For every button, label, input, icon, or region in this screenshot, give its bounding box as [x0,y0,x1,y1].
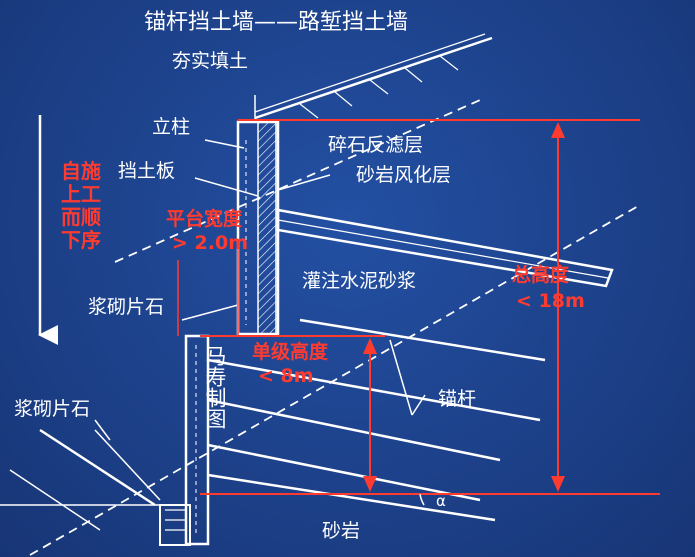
annotation-total-height: 总高度 [512,264,570,286]
annotation-total-height-value: < 18m [516,290,585,312]
annotation-step-height-value: < 8m [258,365,314,387]
label-gravel-filter: 碎石反滤层 [328,134,424,156]
label-compacted-fill: 夯实填土 [172,50,249,72]
label-weathered-sandstone: 砂岩风化层 [356,164,452,186]
label-masonry-lower: 浆砌片石 [14,398,91,420]
annotation-step-height: 单级高度 [252,341,329,363]
lower-anchors [207,318,546,522]
alpha-arc [419,493,425,506]
dimension-lines [177,119,660,495]
label-column: 立柱 [152,116,191,138]
label-sandstone: 砂岩 [322,520,361,542]
watermark: 马寿制图 [203,345,227,429]
slip-lines [29,99,641,556]
label-retaining-plate: 挡土板 [118,160,176,182]
annotation-platform-width: 平台宽度 [166,208,243,230]
top-slope [254,33,493,120]
annotation-platform-width-value: > 2.0m [172,232,248,254]
label-anchor: 锚杆 [438,388,477,410]
label-alpha: α [436,492,446,510]
annotation-construction-order: 自施上工而顺下序 [61,159,101,252]
label-grouting: 灌注水泥砂浆 [302,270,417,292]
upper-wall [236,120,280,336]
upper-anchor [276,208,614,288]
label-masonry-upper: 浆砌片石 [88,296,165,318]
masonry-slope [0,428,161,531]
pointer-lines [94,139,331,441]
title: 锚杆挡土墙——路堑挡土墙 [144,10,409,35]
